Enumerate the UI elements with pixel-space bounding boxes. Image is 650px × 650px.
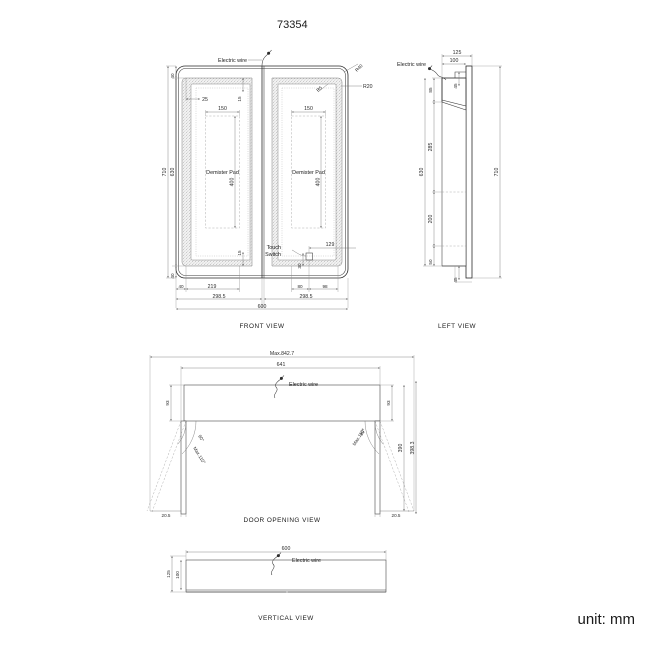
dim-chain-b: 219 <box>208 284 217 290</box>
electric-wire-label-left: Electric wire <box>397 62 426 68</box>
dim-body-width: 641 <box>277 362 286 368</box>
dim-left-overall-height: 710 <box>494 168 500 177</box>
dim-swing-right: 20.5 <box>392 513 401 518</box>
dim-demister-height-right: 400 <box>316 178 322 187</box>
dim-depth-right: 93 <box>386 400 391 406</box>
dim-touch-switch-from-right: 129 <box>326 242 335 248</box>
dim-radius-outer: R40 <box>354 63 364 73</box>
dim-chain-d: 98 <box>322 284 328 289</box>
dim-depth-left: 93 <box>165 400 170 406</box>
electric-wire-label-front: Electric wire <box>218 58 247 64</box>
dim-overall-height: 710 <box>162 168 168 177</box>
touch-switch-label-2: Switch <box>265 252 281 258</box>
vertical-view: Electric wire 600 125 100 VERTICAL VIEW <box>166 546 387 622</box>
dim-left-upper-section: 85 <box>428 87 433 93</box>
dim-left-top-inner-width: 100 <box>450 58 459 64</box>
dim-left-top-step: 45 <box>453 83 458 89</box>
dim-door-right-width: 298.5 <box>300 294 313 300</box>
left-view-title: LEFT VIEW <box>438 323 477 330</box>
unit-note: unit: mm <box>577 611 635 628</box>
dim-door-left-width: 298.5 <box>213 294 226 300</box>
dim-touch-switch-height: 30 <box>297 263 302 269</box>
dim-mirror-inset-left: 25 <box>202 97 208 103</box>
dim-vertical-height-inner: 100 <box>175 571 180 579</box>
dim-chain-a: 40 <box>178 284 184 289</box>
dim-angle-min-left: 90° <box>197 434 205 443</box>
dim-angle-min-right: 90° <box>359 428 367 437</box>
touch-switch-label: Touch <box>267 245 281 251</box>
dim-left-top-width: 125 <box>453 50 462 56</box>
dim-door-height: 390 <box>398 444 404 453</box>
front-view: Demister Pad Demister Pad 150 150 400 40… <box>162 49 373 330</box>
dim-inner-height: 630 <box>170 168 176 177</box>
dim-door-height-total: 398.3 <box>410 441 416 454</box>
dim-left-mid-section: 285 <box>428 143 434 152</box>
page-title: 73354 <box>277 19 308 31</box>
electric-wire-label-vertical: Electric wire <box>292 558 321 564</box>
dim-left-lower-section: 50 <box>428 259 433 265</box>
dim-overall-width: 600 <box>258 304 267 310</box>
dim-swing-left: 20.5 <box>162 513 171 518</box>
dim-vertical-width: 600 <box>282 546 291 552</box>
dim-radius-inner: R20 <box>363 84 373 90</box>
demister-pad-label-right: Demister Pad <box>292 170 325 176</box>
dim-radius-pad-corner: R5 <box>315 85 323 93</box>
demister-pad-label-left: Demister Pad <box>206 170 239 176</box>
dim-max-overall: Max.842.7 <box>270 351 294 357</box>
dim-vertical-height-outer: 125 <box>166 570 171 578</box>
vertical-view-title: VERTICAL VIEW <box>258 615 314 622</box>
dim-demister-height-left: 400 <box>230 178 236 187</box>
dim-chain-c: 80 <box>297 284 303 289</box>
dim-mirror-inset-bottom: 15 <box>237 250 242 256</box>
dim-top-offset: 40 <box>170 73 175 79</box>
door-opening-view-title: DOOR OPENING VIEW <box>243 517 320 524</box>
dim-demister-width-left: 150 <box>218 106 227 112</box>
front-view-title: FRONT VIEW <box>239 323 284 330</box>
dim-mirror-inset-top: 15 <box>237 96 242 102</box>
dim-left-side-total: 630 <box>419 168 425 177</box>
dim-left-bottom-step: 45 <box>453 277 458 283</box>
left-view: Electric wire 125 100 45 85 285 630 200 … <box>397 50 502 330</box>
electric-wire-label-door: Electric wire <box>289 382 318 388</box>
dim-demister-width-right: 150 <box>304 106 313 112</box>
dim-left-shelf-gap: 200 <box>428 215 434 224</box>
dim-bottom-offset: 40 <box>170 273 175 279</box>
